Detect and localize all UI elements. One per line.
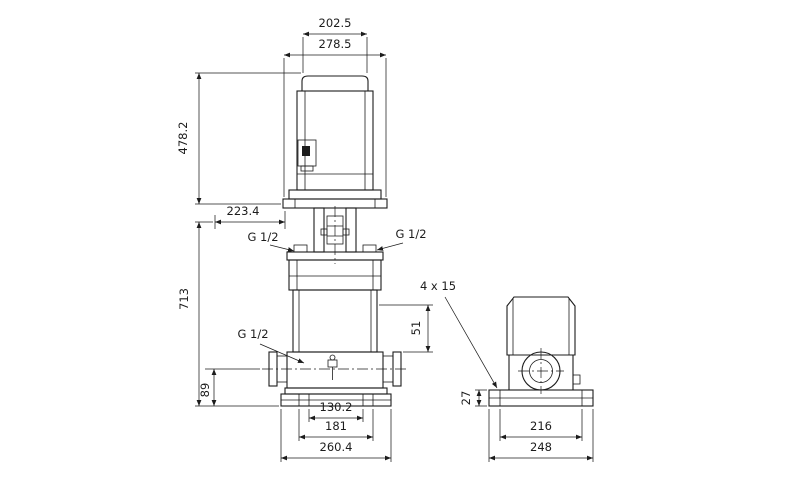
dim-motor-top-width: 202.5 xyxy=(319,16,352,30)
dimensions-front: 202.5 278.5 478.2 223.4 713 89 51 G 1/2 … xyxy=(176,16,498,462)
dim-pump-height: 713 xyxy=(177,288,191,310)
fan-cover xyxy=(301,75,369,92)
dim-port-offset: 51 xyxy=(409,321,423,336)
dim-drain-height: 89 xyxy=(198,383,212,398)
dim-side-base-width: 248 xyxy=(530,440,552,454)
dim-base-mid-span: 181 xyxy=(325,419,347,433)
drain-valve xyxy=(327,354,338,380)
dim-base-width: 260.4 xyxy=(320,440,353,454)
dim-motor-flange-width: 278.5 xyxy=(319,37,352,51)
dim-motor-assembly-height: 478.2 xyxy=(176,122,190,155)
label-top-port-left: G 1/2 xyxy=(247,230,278,244)
side-base xyxy=(488,389,594,407)
front-view xyxy=(262,75,408,407)
label-base-holes: 4 x 15 xyxy=(420,279,456,293)
side-view xyxy=(488,296,594,407)
centerlines xyxy=(262,206,408,370)
label-drain-port: G 1/2 xyxy=(237,327,268,341)
cable-entry xyxy=(302,146,310,156)
pump-base xyxy=(280,387,392,407)
dim-head-offset: 223.4 xyxy=(227,204,260,218)
side-sleeve xyxy=(506,296,576,356)
side-plug xyxy=(572,374,581,385)
dim-base-height: 27 xyxy=(459,391,473,406)
label-top-port-right: G 1/2 xyxy=(395,227,426,241)
dimensions-side: 27 216 248 xyxy=(459,389,594,462)
side-port-centerlines xyxy=(518,348,564,394)
dim-side-hole-span: 216 xyxy=(530,419,552,433)
dim-base-hole-span: 130.2 xyxy=(320,400,353,414)
